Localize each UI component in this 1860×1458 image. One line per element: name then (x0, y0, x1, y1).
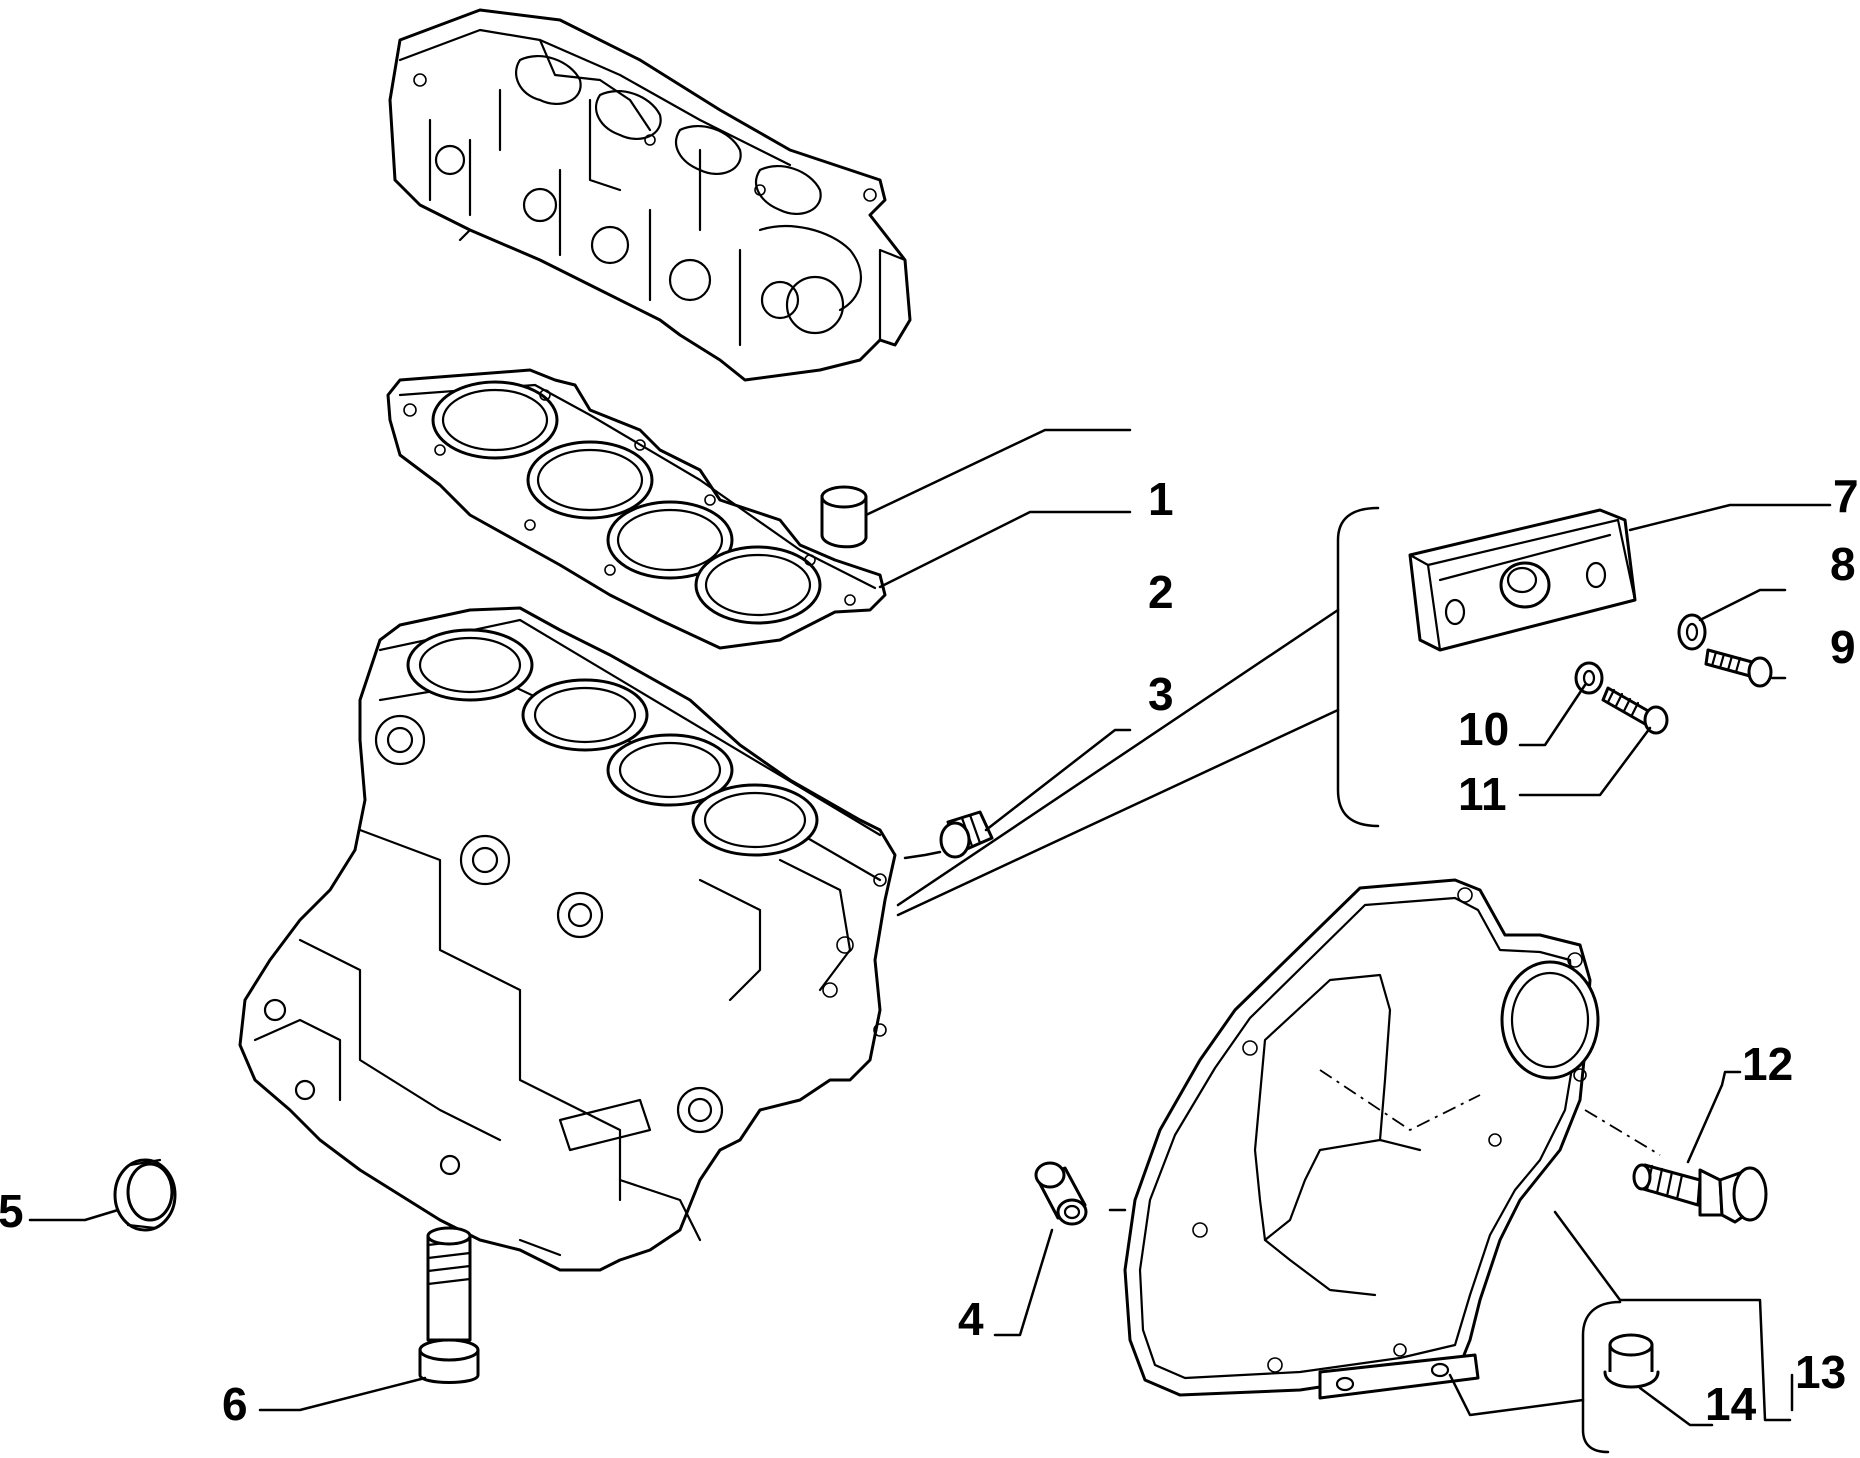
part-14-plug (1603, 1333, 1660, 1389)
callout-7: 7 (1833, 470, 1859, 522)
part-7-bracket (1408, 508, 1637, 652)
callout-8: 8 (1830, 538, 1856, 590)
part-12-stud-bolt (1632, 1163, 1768, 1224)
part-2-bushing (820, 485, 868, 549)
callout-labels: 1 2 3 4 5 6 7 8 9 10 11 12 13 14 (0, 470, 1859, 1430)
callout-4: 4 (958, 1293, 984, 1345)
callout-10: 10 (1458, 703, 1509, 755)
cylinder-head (388, 8, 912, 382)
callout-1: 1 (1148, 473, 1174, 525)
alignment-line-cover (1319, 1069, 1481, 1132)
alignment-line-12 (1584, 1109, 1661, 1156)
part-11-screw (1601, 686, 1669, 735)
part-9-screw (1704, 648, 1773, 688)
head-gasket (386, 368, 887, 650)
part-6-bolt (418, 1226, 480, 1384)
leader-lines (28, 428, 1832, 1427)
callout-5: 5 (0, 1185, 24, 1237)
callout-9: 9 (1830, 621, 1856, 673)
callout-3: 3 (1148, 668, 1174, 720)
part-4-dowel-bushing (1034, 1161, 1088, 1226)
bracket-group-13-14 (1581, 1300, 1622, 1454)
part-8-washer (1677, 613, 1707, 651)
callout-13: 13 (1795, 1346, 1846, 1398)
cylinder-block (238, 606, 897, 1272)
part-5-ring-seal (113, 1158, 177, 1232)
bracket-group-7-11 (1336, 506, 1380, 828)
callout-2: 2 (1148, 566, 1174, 618)
part-13-cover-plate (1123, 878, 1600, 1400)
callout-12: 12 (1742, 1038, 1793, 1090)
callout-14: 14 (1705, 1378, 1757, 1430)
part-3-plug (939, 810, 994, 859)
part-10-washer (1574, 661, 1604, 695)
callout-6: 6 (222, 1378, 248, 1430)
callout-11: 11 (1458, 768, 1507, 820)
